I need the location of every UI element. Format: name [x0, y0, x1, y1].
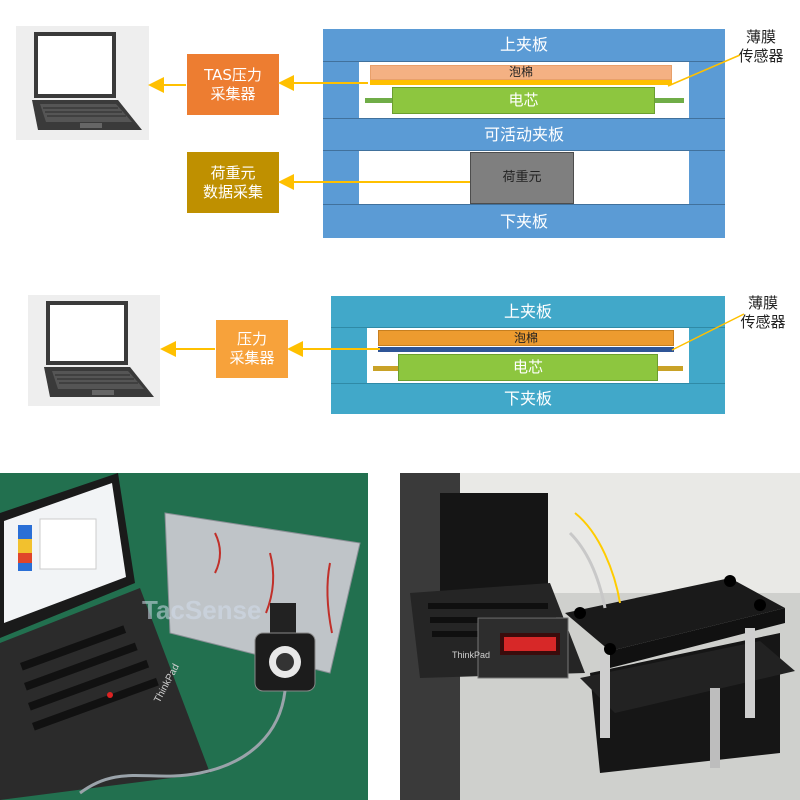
core-tab-left-1 — [365, 98, 393, 103]
laptop-icon — [44, 301, 154, 397]
photo-right-scene — [400, 473, 800, 800]
laptop-brand-right: ThinkPad — [452, 650, 491, 660]
tas-collector: TAS压力 采集器 — [187, 54, 279, 115]
film-sensor-strip-1 — [370, 80, 672, 85]
movable-plate-1: 可活动夹板 — [323, 118, 725, 151]
laptop-image-2 — [28, 295, 160, 406]
bottom-plate-2: 下夹板 — [331, 383, 725, 414]
core-tab-right-1 — [654, 98, 684, 103]
photo-left-setup: TacSense ThinkPad — [0, 473, 368, 800]
film-sensor-label-1: 薄膜 传感器 — [738, 28, 784, 65]
watermark-text: TacSense — [142, 595, 262, 625]
laptop-image-1 — [16, 26, 149, 140]
laptop-icon — [32, 32, 142, 130]
film-sensor-label-2: 薄膜 传感器 — [740, 294, 786, 331]
load-cell: 荷重元 — [470, 152, 574, 204]
core-tab-left-2 — [373, 366, 401, 371]
pressure-collector: 压力 采集器 — [216, 320, 288, 378]
photo-left-scene — [0, 473, 368, 800]
foam-1: 泡棉 — [370, 65, 672, 80]
top-plate-1: 上夹板 — [323, 29, 725, 62]
film-sensor-strip-2 — [378, 347, 674, 352]
photo-right-setup: ThinkPad — [400, 473, 800, 800]
top-plate-2: 上夹板 — [331, 296, 725, 328]
core-1: 电芯 — [392, 87, 655, 114]
load-cell-collector: 荷重元 数据采集 — [187, 152, 279, 213]
foam-2: 泡棉 — [378, 330, 674, 346]
core-2: 电芯 — [398, 354, 658, 381]
bottom-plate-1: 下夹板 — [323, 204, 725, 238]
core-tab-right-2 — [655, 366, 683, 371]
